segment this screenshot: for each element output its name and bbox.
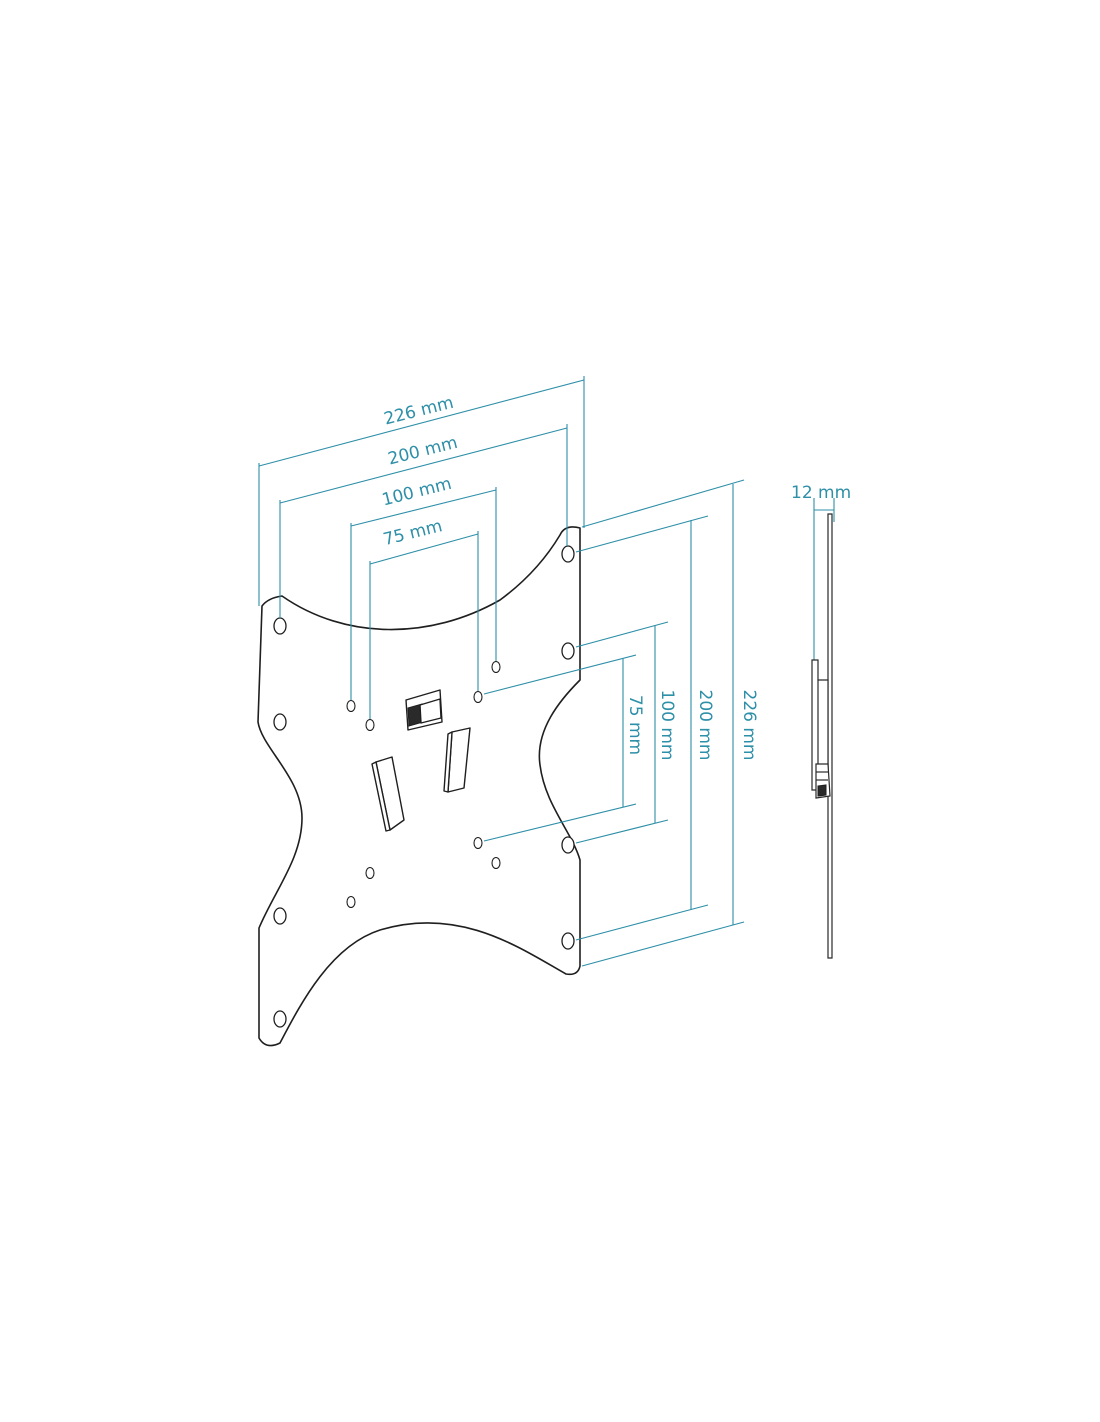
dimension-12-thickness: 12 mm xyxy=(791,483,851,661)
label-100-height: 100 mm xyxy=(657,690,677,761)
plate-outline xyxy=(257,526,581,1047)
corner-hole-bottom-left xyxy=(273,1010,287,1028)
label-100-width: 100 mm xyxy=(380,474,454,511)
side-view: 12 mm xyxy=(791,483,851,959)
side-lock-screw xyxy=(815,763,831,799)
hole-100-lower-right xyxy=(491,856,501,870)
hole-200-lower-left xyxy=(273,907,287,925)
label-200-height: 200 mm xyxy=(695,690,715,761)
corner-hole-bottom-right xyxy=(561,932,575,950)
side-bracket-arm xyxy=(817,679,829,771)
hole-200-lower-right xyxy=(561,836,575,854)
lock-clip xyxy=(405,689,443,731)
hole-75-upper-right xyxy=(473,690,483,704)
right-hook-rail xyxy=(443,727,471,793)
label-200-width: 200 mm xyxy=(386,433,460,470)
label-75-width: 75 mm xyxy=(381,516,444,550)
hole-100-upper-left xyxy=(346,699,356,713)
label-75-height: 75 mm xyxy=(625,695,645,755)
hole-75-lower-right xyxy=(473,836,483,850)
hole-75-upper-left xyxy=(365,718,375,732)
corner-hole-top-right xyxy=(561,545,575,563)
dimension-100-height: 100 mm xyxy=(575,621,677,844)
hole-200-upper-right xyxy=(561,642,575,660)
dimension-75-height: 75 mm xyxy=(483,654,645,842)
dimension-200-height: 200 mm xyxy=(575,515,715,941)
hole-200-upper-left xyxy=(273,713,287,731)
hole-100-upper-right xyxy=(491,660,501,674)
dimension-226-height: 226 mm xyxy=(581,479,759,967)
hole-100-lower-left xyxy=(346,895,356,909)
side-wall-plate xyxy=(827,513,833,959)
label-12-thickness: 12 mm xyxy=(791,483,851,503)
vertical-dimensions: 226 mm 200 mm 100 mm 75 mm xyxy=(483,479,759,967)
corner-hole-top-left xyxy=(273,617,287,635)
label-226-height: 226 mm xyxy=(739,690,759,761)
left-hook-rail xyxy=(371,756,405,832)
hole-75-lower-left xyxy=(365,866,375,880)
mounting-plate xyxy=(257,526,581,1047)
